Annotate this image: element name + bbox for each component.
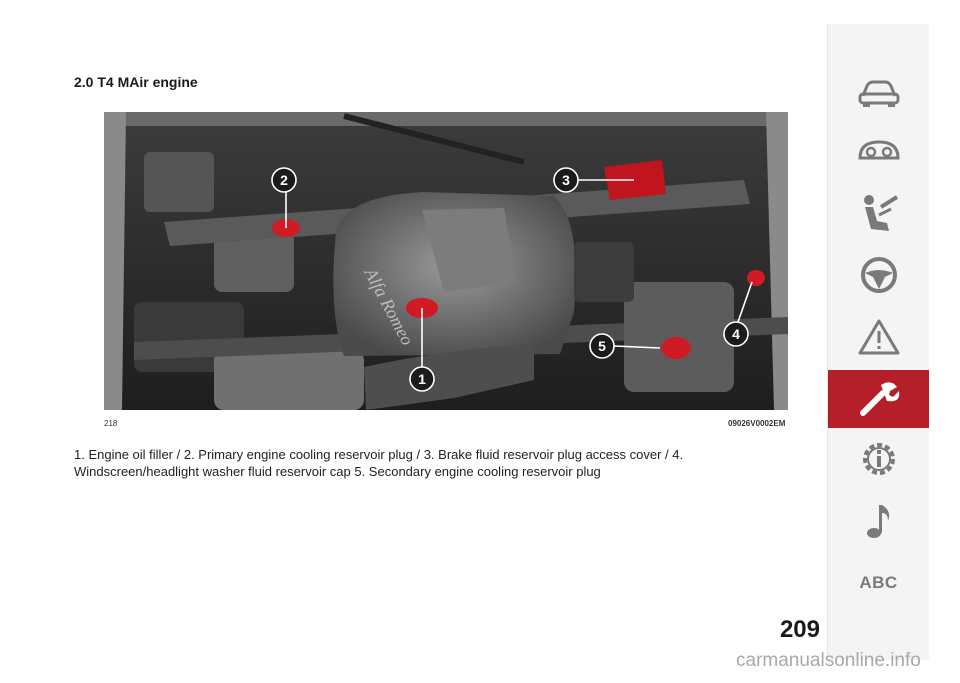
music-note-icon [866,505,889,538]
svg-text:2: 2 [280,172,288,188]
sidebar-tab-driving[interactable] [828,246,929,304]
svg-text:4: 4 [732,326,740,342]
callout-4: 4 [723,321,749,347]
engine-bay-figure: Alfa Romeo 1 2 3 4 [104,112,788,410]
callout-2: 2 [271,167,297,193]
sidebar-tab-maintenance[interactable] [828,370,929,428]
sidebar-tab-multimedia[interactable] [828,492,929,550]
warning-triangle-icon [858,319,899,355]
page-number: 209 [779,616,820,643]
gear-info-icon [862,443,895,475]
airbag-seat-icon [863,195,898,231]
figure-reference: 218 [104,419,118,428]
dashboard-icon [857,140,900,160]
engine-bay-illustration: Alfa Romeo 1 2 3 4 [104,112,788,410]
sidebar-tab-technical-data[interactable] [828,430,929,488]
sidebar-tab-emergency[interactable] [828,308,929,366]
figure-code: 09026V0002EM [728,419,786,428]
chapter-sidebar: ABC [827,24,929,660]
wrench-icon [859,382,899,416]
steering-wheel-icon [860,257,897,293]
abc-index-icon: ABC [859,573,898,592]
callout-1: 1 [409,366,435,392]
sidebar-tab-index[interactable]: ABC [828,554,929,612]
svg-text:1: 1 [418,371,426,387]
sidebar-tab-car[interactable] [828,64,929,122]
car-icon [858,80,899,107]
svg-text:5: 5 [598,338,606,354]
callout-3: 3 [553,167,579,193]
sidebar-tab-safety[interactable] [828,184,929,242]
section-title: 2.0 T4 MAir engine [74,74,198,90]
watermark: carmanualsonline.info [736,650,921,671]
sidebar-tab-dashboard[interactable] [828,122,929,180]
figure-caption: 1. Engine oil filler / 2. Primary engine… [74,447,684,479]
svg-text:3: 3 [562,172,570,188]
callout-5: 5 [589,333,615,359]
